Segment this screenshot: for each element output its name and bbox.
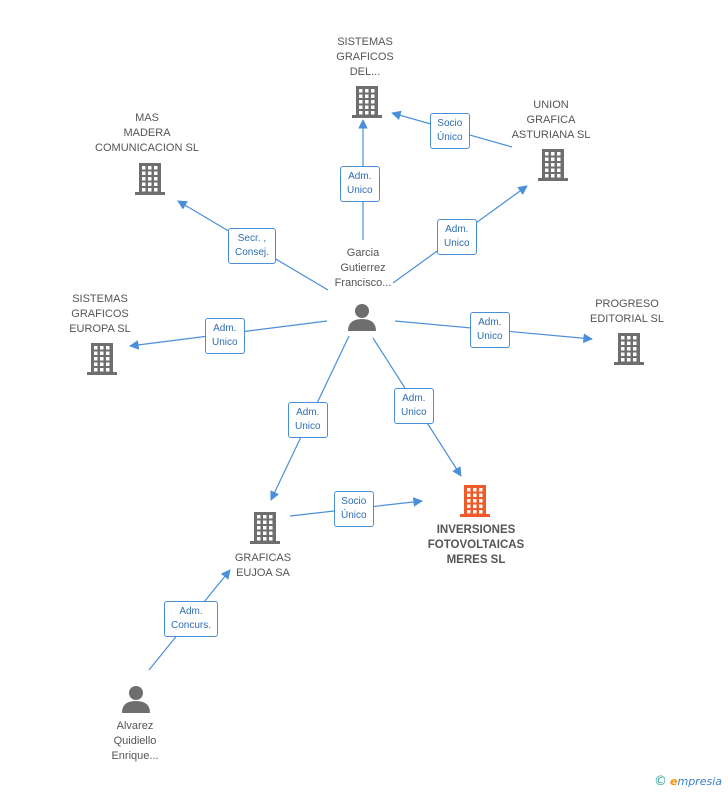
- node-label-union-grafica[interactable]: UNION GRAFICA ASTURIANA SL: [511, 99, 591, 141]
- edge-label-union-sg-del: Socio Único: [430, 113, 470, 149]
- edge-label-graficas-inversiones: Socio Único: [334, 491, 374, 527]
- empresia-logo-initial: e: [670, 775, 678, 788]
- person-icon-garcia[interactable]: [348, 304, 376, 331]
- person-icon-alvarez[interactable]: [122, 686, 150, 713]
- edge-label-garcia-graficas: Adm. Unico: [288, 402, 328, 438]
- node-label-graficas-eujoa[interactable]: GRAFICAS EUJOA SA: [234, 552, 292, 579]
- node-label-alvarez[interactable]: Alvarez Quidiello Enrique...: [111, 720, 159, 762]
- node-label-inversiones-fotovoltaicas[interactable]: INVERSIONES FOTOVOLTAICAS MERES SL: [427, 524, 525, 566]
- edge-label-garcia-union: Adm. Unico: [437, 219, 477, 255]
- edge-label-garcia-sg-europa: Adm. Unico: [205, 318, 245, 354]
- node-label-progreso-editorial[interactable]: PROGRESO EDITORIAL SL: [590, 298, 664, 325]
- edge-label-garcia-inversiones: Adm. Unico: [394, 388, 434, 424]
- edge-label-alvarez-graficas: Adm. Concurs.: [164, 601, 219, 637]
- company-icon-mas_madera[interactable]: [135, 163, 165, 195]
- node-label-mas-madera[interactable]: MAS MADERA COMUNICACION SL: [95, 112, 199, 154]
- node-label-garcia[interactable]: Garcia Gutierrez Francisco...: [334, 247, 392, 289]
- copyright-icon: ©: [654, 774, 668, 789]
- empresia-logo-text: mpresia: [677, 775, 722, 788]
- node-label-sistemas-graficos-del[interactable]: SISTEMAS GRAFICOS DEL...: [336, 36, 394, 78]
- company-icon-sg_europa[interactable]: [87, 343, 117, 375]
- company-icon-sg_del[interactable]: [352, 86, 382, 118]
- company-icon-progreso[interactable]: [614, 333, 644, 365]
- company-icon-inversiones[interactable]: [460, 485, 490, 517]
- edge-label-garcia-mas-madera: Secr. , Consej.: [228, 228, 276, 264]
- icons-layer: [87, 86, 644, 713]
- edge-label-garcia-progreso: Adm. Unico: [470, 312, 510, 348]
- node-label-sistemas-graficos-europa[interactable]: SISTEMAS GRAFICOS EUROPA SL: [69, 293, 131, 335]
- company-icon-graficas[interactable]: [250, 512, 280, 544]
- edge-label-garcia-sg-del: Adm. Unico: [340, 166, 380, 202]
- empresia-footer[interactable]: ©empresia: [654, 774, 722, 789]
- company-icon-union_grafica[interactable]: [538, 149, 568, 181]
